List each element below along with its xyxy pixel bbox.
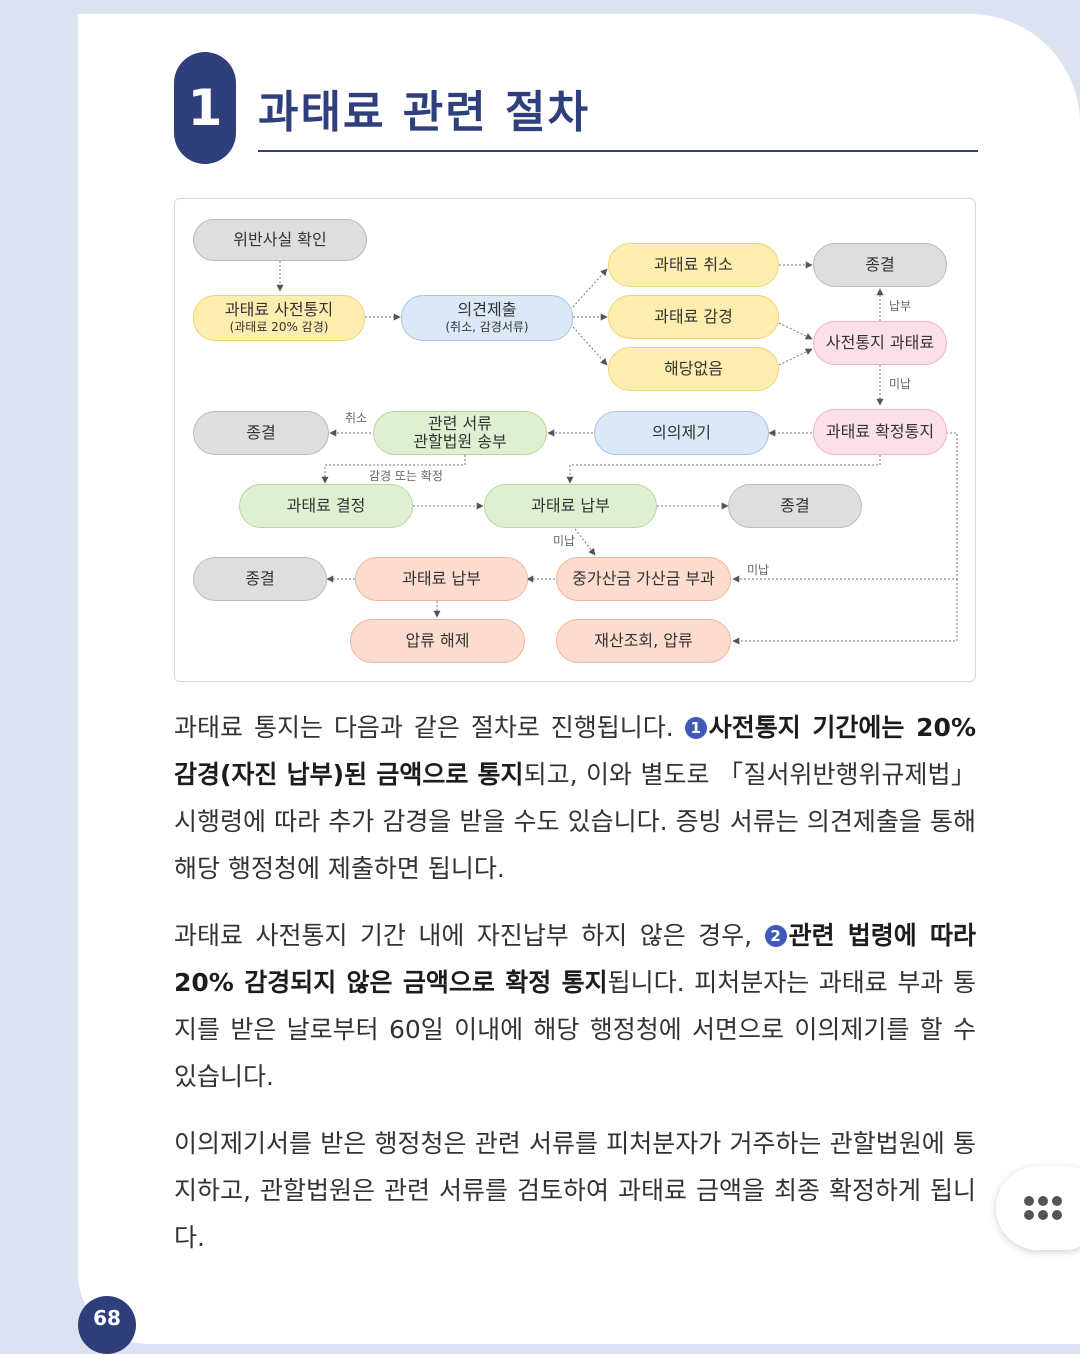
node-opinion-submit-label: 의견제출 — [457, 299, 517, 319]
paragraph-3: 이의제기서를 받은 행정청은 관련 서류를 피처분자가 거주하는 관할법원에 통… — [174, 1129, 976, 1252]
edge-label-unpaid-3: 미납 — [747, 563, 770, 577]
more-options-button[interactable] — [996, 1166, 1080, 1250]
node-fine-payment-low-label: 과태료 납부 — [402, 568, 481, 588]
paragraph-1-text-b: 되고, 이와 별도로 「질서위반행위규제법」 시행령에 따라 추가 감경을 받을… — [174, 760, 976, 883]
node-fine-cancel-label: 과태료 취소 — [654, 254, 733, 274]
node-not-applicable-label: 해당없음 — [664, 358, 723, 378]
node-send-to-court-label: 관련 서류 — [428, 413, 492, 433]
node-end-left-2-label: 종결 — [245, 568, 275, 588]
node-surcharge-label: 중가산금 가산금 부과 — [572, 568, 715, 588]
node-objection-label: 의의제기 — [652, 422, 711, 442]
edge-none-prefine — [778, 348, 813, 366]
edge-confirm-pay — [566, 455, 881, 484]
paragraph-2-text-b: 됩니다. 피처분자는 과태료 부과 통지를 받은 날로부터 60일 이내에 해당… — [174, 968, 976, 1091]
more-dots-icon — [1024, 1196, 1062, 1220]
node-fine-payment-low: 과태료 납부 — [355, 557, 528, 601]
node-opinion-submit: 의견제출 (취소, 감경서류) — [401, 295, 573, 341]
node-pre-notice-fine: 사전통지 과태료 — [813, 321, 947, 365]
node-fine-decision-label: 과태료 결정 — [286, 495, 366, 515]
node-property-seizure: 재산조회, 압류 — [556, 619, 731, 663]
point-1-badge: 1 — [684, 717, 707, 739]
page-sheet: 1 과태료 관련 절차 — [78, 14, 1080, 1344]
page-number: 68 — [78, 1296, 136, 1354]
node-pre-notice-fine-label: 사전통지 과태료 — [825, 332, 935, 352]
node-fine-cancel: 과태료 취소 — [608, 243, 779, 287]
node-not-applicable: 해당없음 — [608, 347, 779, 391]
node-violation-check-label: 위반사실 확인 — [233, 229, 327, 249]
node-send-to-court-sublabel: 관할법원 송부 — [413, 432, 507, 451]
edge-confirm-surcharge — [732, 432, 958, 583]
edge-label-unpaid-1: 미납 — [889, 377, 912, 391]
node-violation-check: 위반사실 확인 — [193, 219, 367, 261]
point-2-badge: 2 — [764, 925, 787, 947]
section-number-badge: 1 — [174, 52, 236, 164]
node-objection: 의의제기 — [594, 411, 769, 455]
paragraph-1-bold: 사전통지 기간에는 20% 감경(자진 납부)된 금액으로 통지 — [174, 713, 976, 789]
node-pre-notice-label: 과태료 사전통지 — [224, 299, 334, 319]
edge-label-paid: 납부 — [889, 299, 912, 313]
edge-pay-surcharge — [574, 528, 596, 556]
paragraph-2-bold: 관련 법령에 따라 20% 감경되지 않은 금액으로 확정 통지 — [174, 921, 976, 997]
node-property-seizure-label: 재산조회, 압류 — [594, 630, 693, 650]
node-surcharge: 중가산금 가산금 부과 — [556, 557, 731, 601]
edge-opinion-cancel — [572, 268, 608, 308]
node-seizure-release: 압류 해제 — [350, 619, 525, 663]
node-send-to-court: 관련 서류 관할법원 송부 — [373, 411, 547, 455]
node-end-mid-label: 종결 — [780, 495, 810, 515]
node-fine-payment-mid: 과태료 납부 — [484, 484, 657, 528]
flowchart-connectors — [276, 261, 958, 645]
section-title: 과태료 관련 절차 — [258, 87, 590, 138]
node-pre-notice: 과태료 사전통지 (과태료 20% 감경) — [193, 295, 365, 341]
paragraph-1-text-a: 과태료 통지는 다음과 같은 절차로 진행됩니다. — [174, 713, 685, 742]
node-confirm-notice-label: 과태료 확정통지 — [825, 421, 935, 441]
edge-opinion-none — [572, 326, 608, 366]
node-fine-decision: 과태료 결정 — [239, 484, 413, 528]
node-end-left-2: 종결 — [193, 557, 327, 601]
edge-court-decision — [321, 455, 466, 484]
node-end-mid: 종결 — [728, 484, 862, 528]
node-fine-payment-mid-label: 과태료 납부 — [531, 495, 610, 515]
node-confirm-notice: 과태료 확정통지 — [813, 409, 947, 455]
node-seizure-release-label: 압류 해제 — [405, 630, 470, 650]
paragraph-2-text-a: 과태료 사전통지 기간 내에 자진납부 하지 않은 경우, — [174, 921, 765, 950]
node-fine-reduce-label: 과태료 감경 — [654, 306, 733, 326]
node-opinion-submit-sublabel: (취소, 감경서류) — [445, 320, 529, 335]
node-end-top-label: 종결 — [865, 254, 895, 274]
node-end-left-1: 종결 — [193, 411, 329, 455]
edge-label-reduce-or-confirm: 감경 또는 확정 — [369, 469, 443, 483]
node-end-left-1-label: 종결 — [246, 422, 276, 442]
edge-label-unpaid-2: 미납 — [553, 534, 576, 548]
edge-reduce-prefine — [778, 322, 813, 340]
node-fine-reduce: 과태료 감경 — [608, 295, 779, 339]
title-underline — [258, 150, 978, 152]
procedure-flowchart: 위반사실 확인 과태료 사전통지 (과태료 20% 감경) 의견제출 (취소, … — [174, 198, 976, 682]
edge-confirm-seizure — [732, 579, 958, 645]
node-pre-notice-sublabel: (과태료 20% 감경) — [229, 320, 329, 335]
node-end-top: 종결 — [813, 243, 947, 287]
edge-label-cancel: 취소 — [345, 411, 368, 425]
